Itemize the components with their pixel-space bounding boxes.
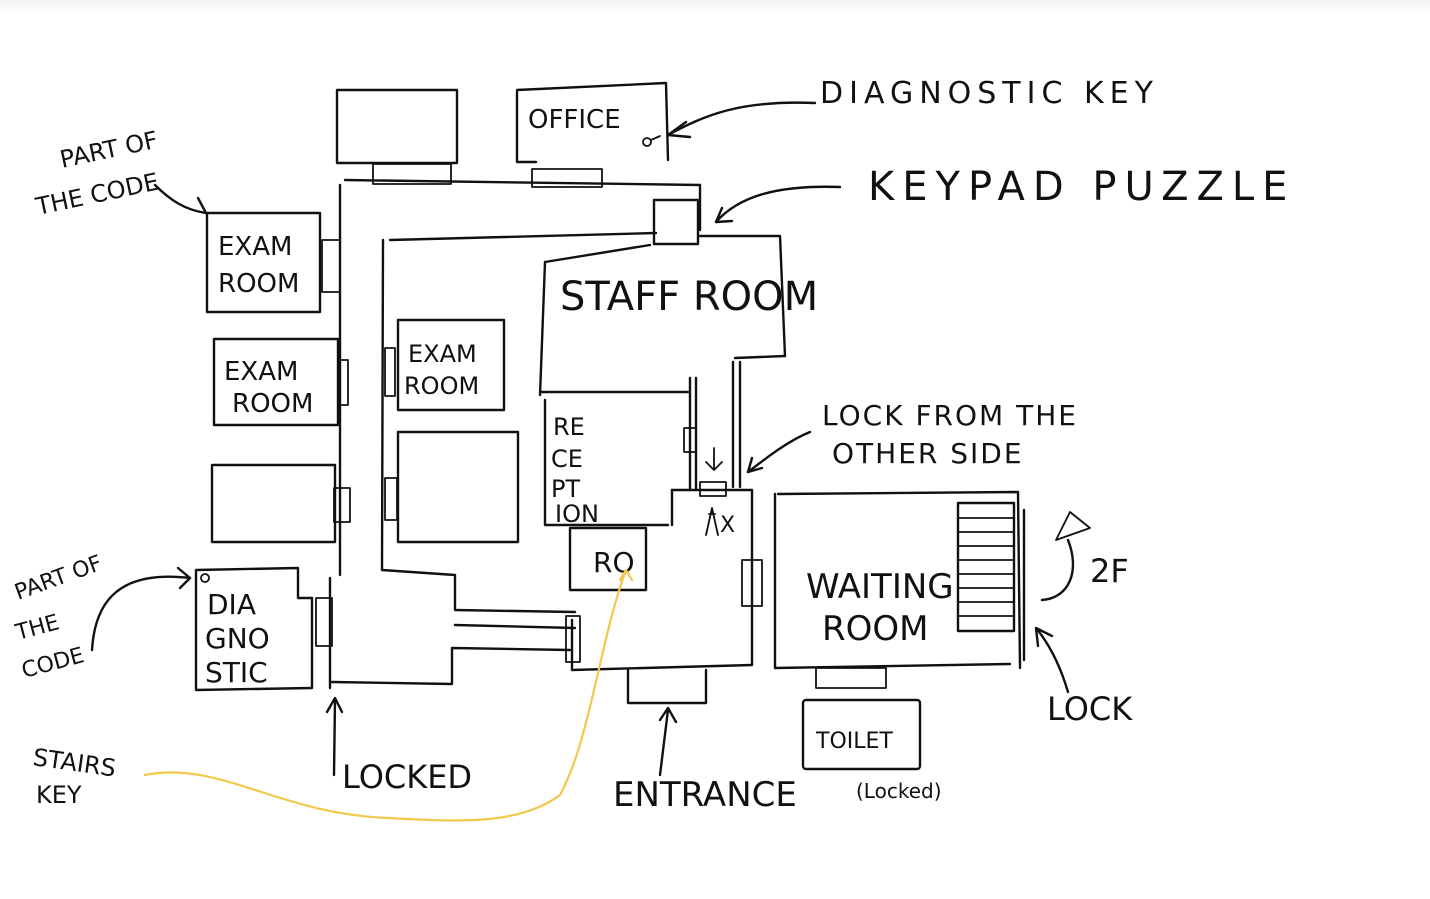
exam-room-1: EXAM ROOM (205, 211, 341, 314)
diagnostic-label-line1: DIA (207, 588, 256, 621)
keypad-icon (652, 198, 700, 246)
exam-room-2: EXAM ROOM (212, 337, 349, 427)
diagnostic-room: DIA GNO STIC (194, 566, 333, 692)
entrance-label: ENTRANCE (613, 775, 797, 815)
upstairs-arrow-icon (1040, 538, 1075, 602)
stairs-key-line1: STAIRS (31, 743, 118, 782)
diagnostic-key-label: DIAGNOSTIC KEY (820, 76, 1159, 111)
reception-label-line1: RE (553, 413, 585, 441)
locked-label: LOCKED (342, 758, 472, 796)
top-hatched-door (372, 163, 452, 185)
left-hatched-room (210, 463, 351, 544)
part-of-code-left-line3: CODE (19, 643, 87, 684)
toilet-label: TOILET (815, 729, 893, 754)
exam-room-2-label-line2: ROOM (232, 389, 313, 419)
exam-room-3: EXAM ROOM (384, 318, 506, 412)
keypad-puzzle-label: KEYPAD PUZZLE (868, 164, 1295, 210)
exam-room-1-label-line1: EXAM (218, 232, 292, 262)
upstairs-arrow-head-icon (1055, 511, 1091, 541)
lock-label: LOCK (1047, 690, 1133, 728)
toilet-room: TOILET (Locked) (801, 698, 942, 803)
toilet-locked-label: (Locked) (856, 779, 942, 803)
diagnostic-label-line2: GNO (205, 622, 270, 655)
floor-2f-label: 2F (1090, 552, 1129, 590)
reception-label-line4: ION (555, 500, 599, 528)
lock-other-side-line1: LOCK FROM THE (822, 399, 1078, 432)
exam-room-3-label-line1: EXAM (408, 340, 477, 368)
lock-other-side-line2: OTHER SIDE (832, 437, 1024, 470)
part-of-code-top-line1: PART OF (57, 126, 160, 174)
waiting-room: WAITING ROOM (773, 490, 1026, 670)
office-door (531, 168, 603, 188)
waiting-room-label-line1: WAITING (806, 567, 954, 607)
part-of-code-left-line2: THE (12, 610, 62, 646)
exam-room-3-label-line2: ROOM (404, 372, 479, 400)
diagnostic-label-line3: STIC (205, 656, 268, 689)
waiting-room-label-line2: ROOM (822, 609, 928, 649)
code-clue-icon (200, 573, 210, 583)
staff-room: STAFF ROOM (538, 243, 818, 397)
central-hall: RO X (565, 488, 763, 672)
small-x-label: X (720, 513, 735, 538)
exam-room-2-label-line1: EXAM (224, 357, 298, 387)
stairs-icon (956, 501, 1016, 633)
reception-room: RE CE PT ION (543, 360, 742, 528)
part-of-code-left-line1: PART OF (12, 551, 106, 606)
diagnostic-key-icon (642, 137, 652, 147)
exam-room-1-label-line2: ROOM (218, 269, 299, 299)
top-edge-shadow (0, 0, 1430, 14)
entrance: ENTRANCE (613, 668, 797, 815)
inner-hatched-room (384, 430, 520, 544)
stairs-key-line2: KEY (36, 781, 82, 809)
office-room: OFFICE (515, 81, 670, 164)
part-of-code-top-line2: THE CODE (32, 168, 161, 222)
stairs-key-path (143, 568, 628, 822)
toilet-door (815, 667, 887, 689)
staff-room-label: STAFF ROOM (560, 274, 818, 320)
reception-label-line3: PT (551, 475, 580, 503)
reception-label-line2: CE (551, 445, 583, 473)
office-label: OFFICE (528, 105, 621, 135)
top-hatched-room (335, 88, 459, 165)
